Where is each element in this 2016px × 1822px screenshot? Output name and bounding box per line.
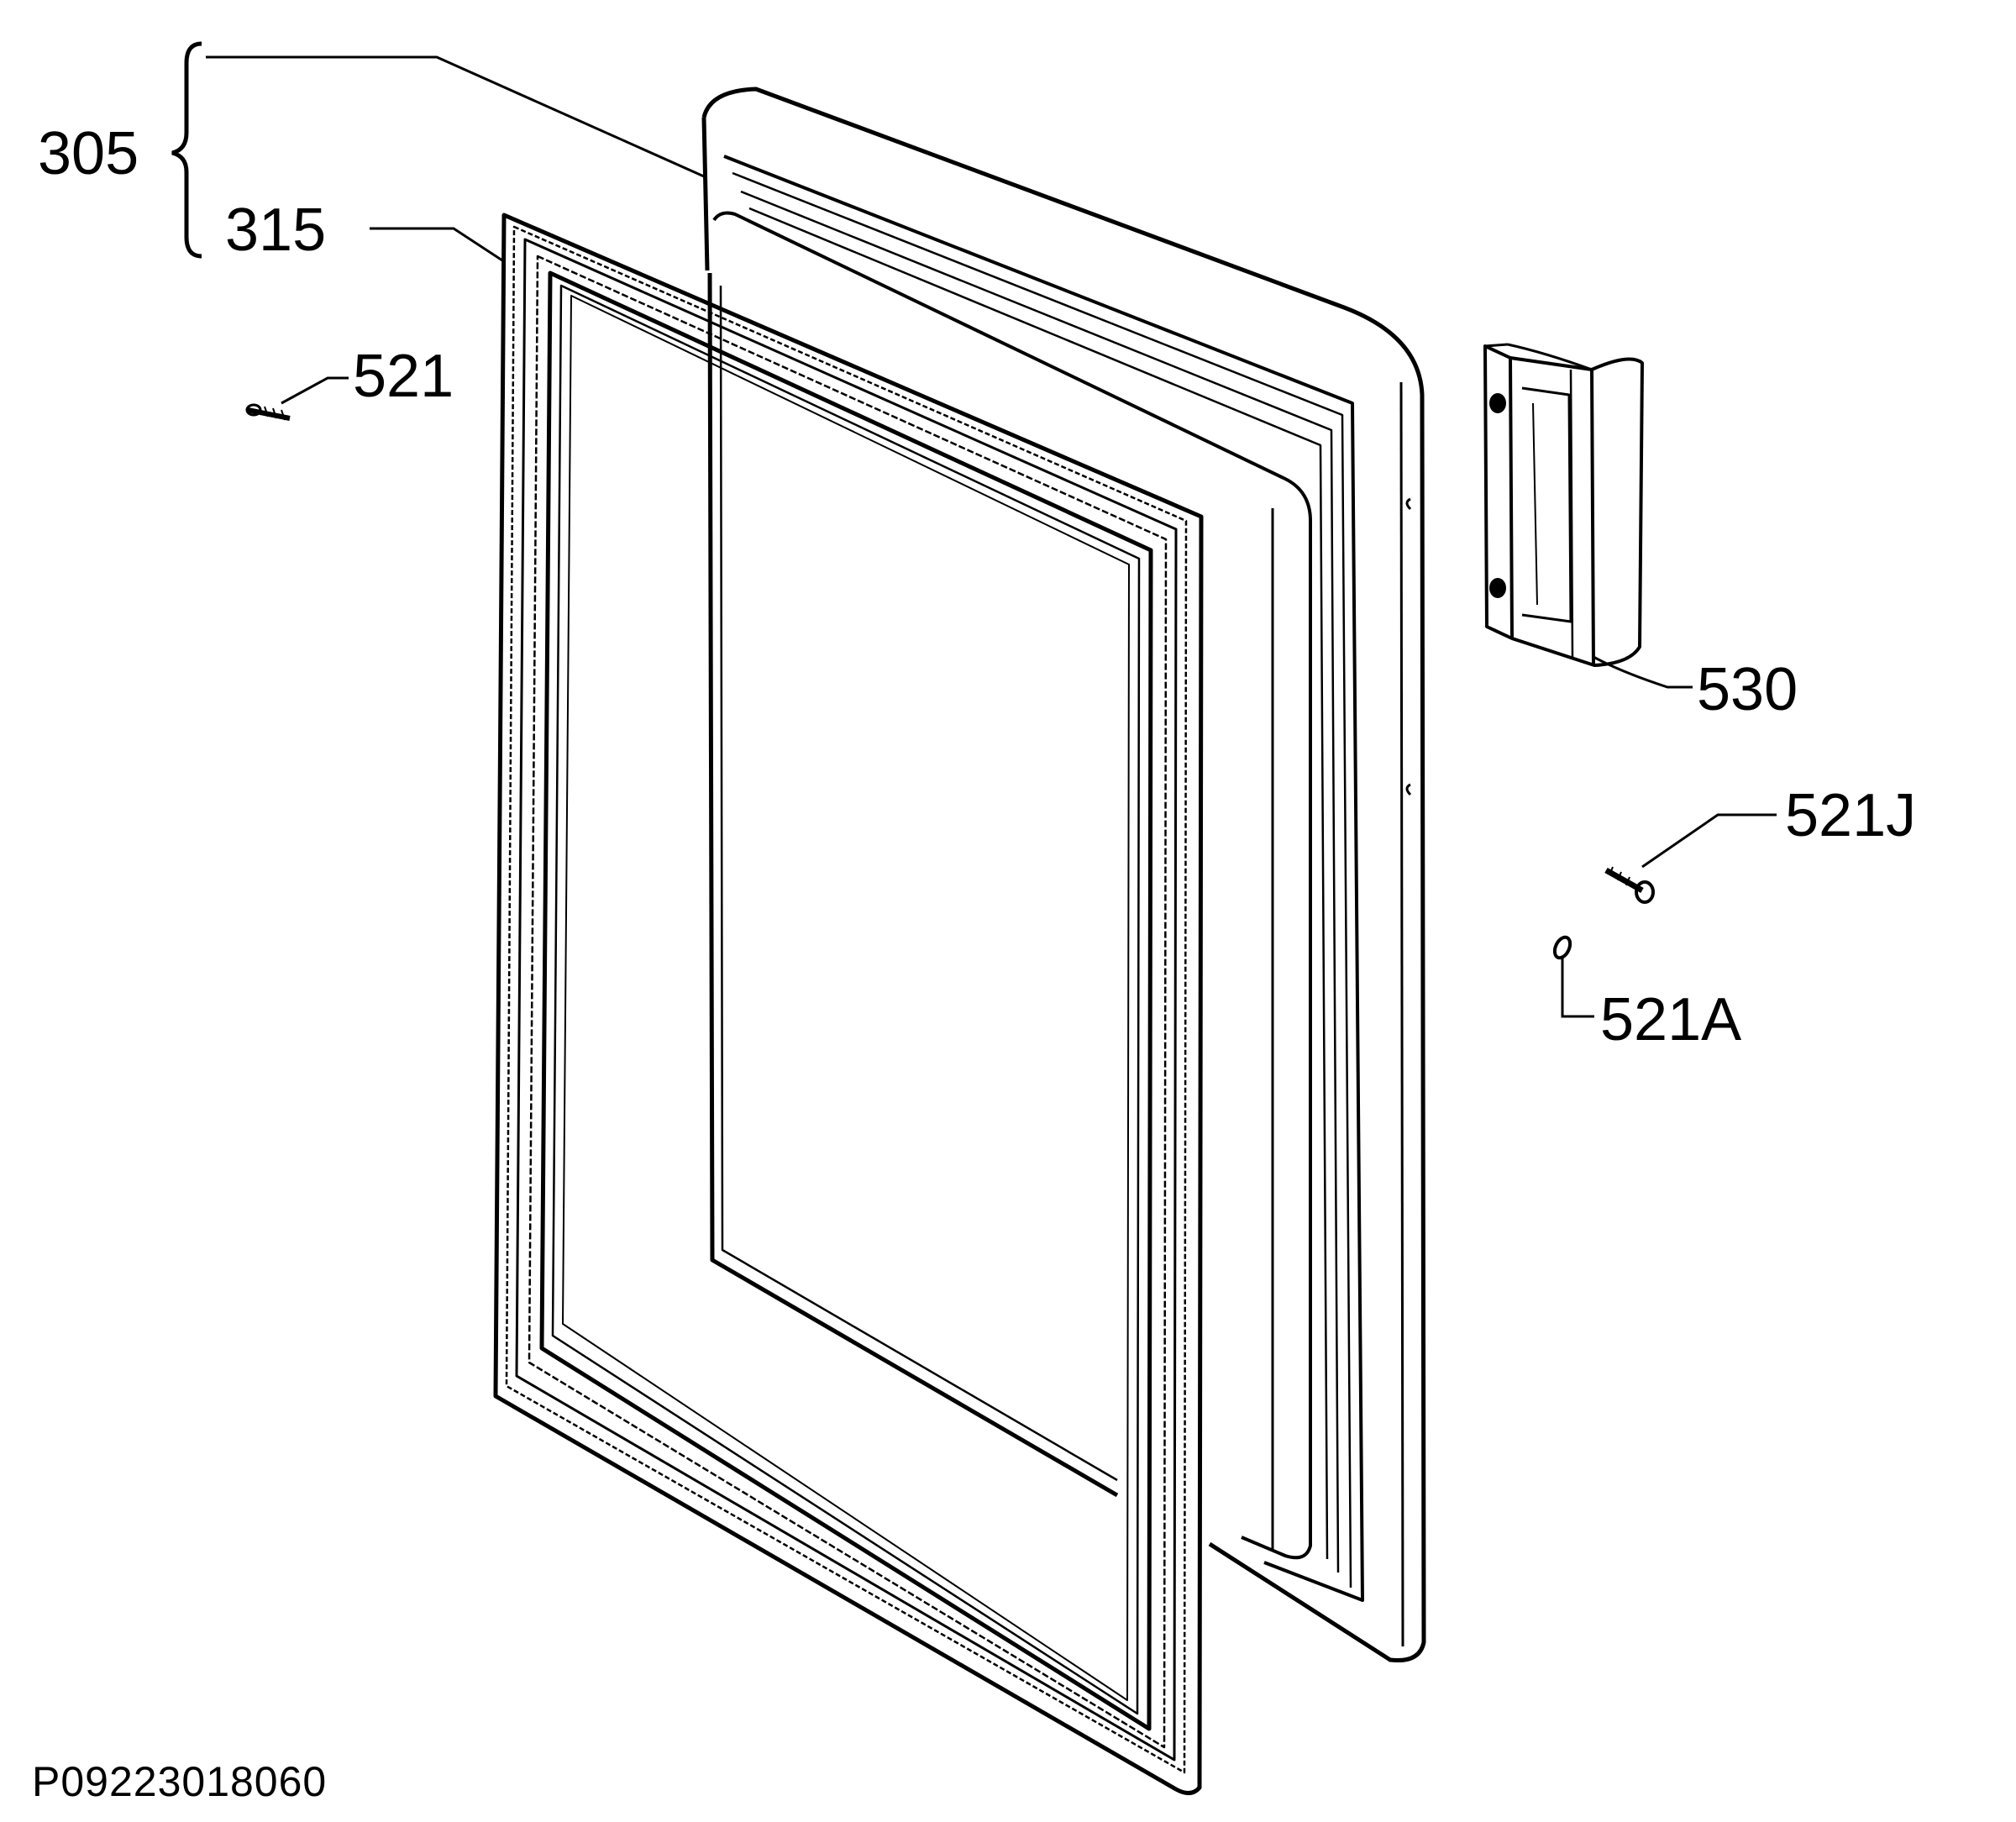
leader-530 xyxy=(1593,655,1693,689)
label-521a: 521A xyxy=(1600,986,1741,1053)
bracket-305 xyxy=(171,41,202,259)
figure-code: P09223018060 xyxy=(32,1758,327,1805)
screw-521j-part xyxy=(1604,866,1655,904)
washer-521a-part xyxy=(1552,935,1572,960)
leader-315 xyxy=(370,227,503,262)
label-315: 315 xyxy=(225,197,326,264)
leader-305 xyxy=(206,55,705,178)
leader-521a xyxy=(1561,958,1594,1018)
leader-521j xyxy=(1641,813,1777,869)
label-305: 305 xyxy=(38,120,139,187)
leader-521 xyxy=(281,376,349,405)
door-panel xyxy=(701,87,1426,1663)
label-521j: 521J xyxy=(1785,782,1916,849)
screw-521-part xyxy=(245,403,291,421)
door-handle xyxy=(1483,343,1644,667)
door-gasket xyxy=(493,213,1204,1795)
label-521: 521 xyxy=(353,343,454,410)
label-530: 530 xyxy=(1697,656,1798,723)
leader-lines xyxy=(171,41,1777,1018)
